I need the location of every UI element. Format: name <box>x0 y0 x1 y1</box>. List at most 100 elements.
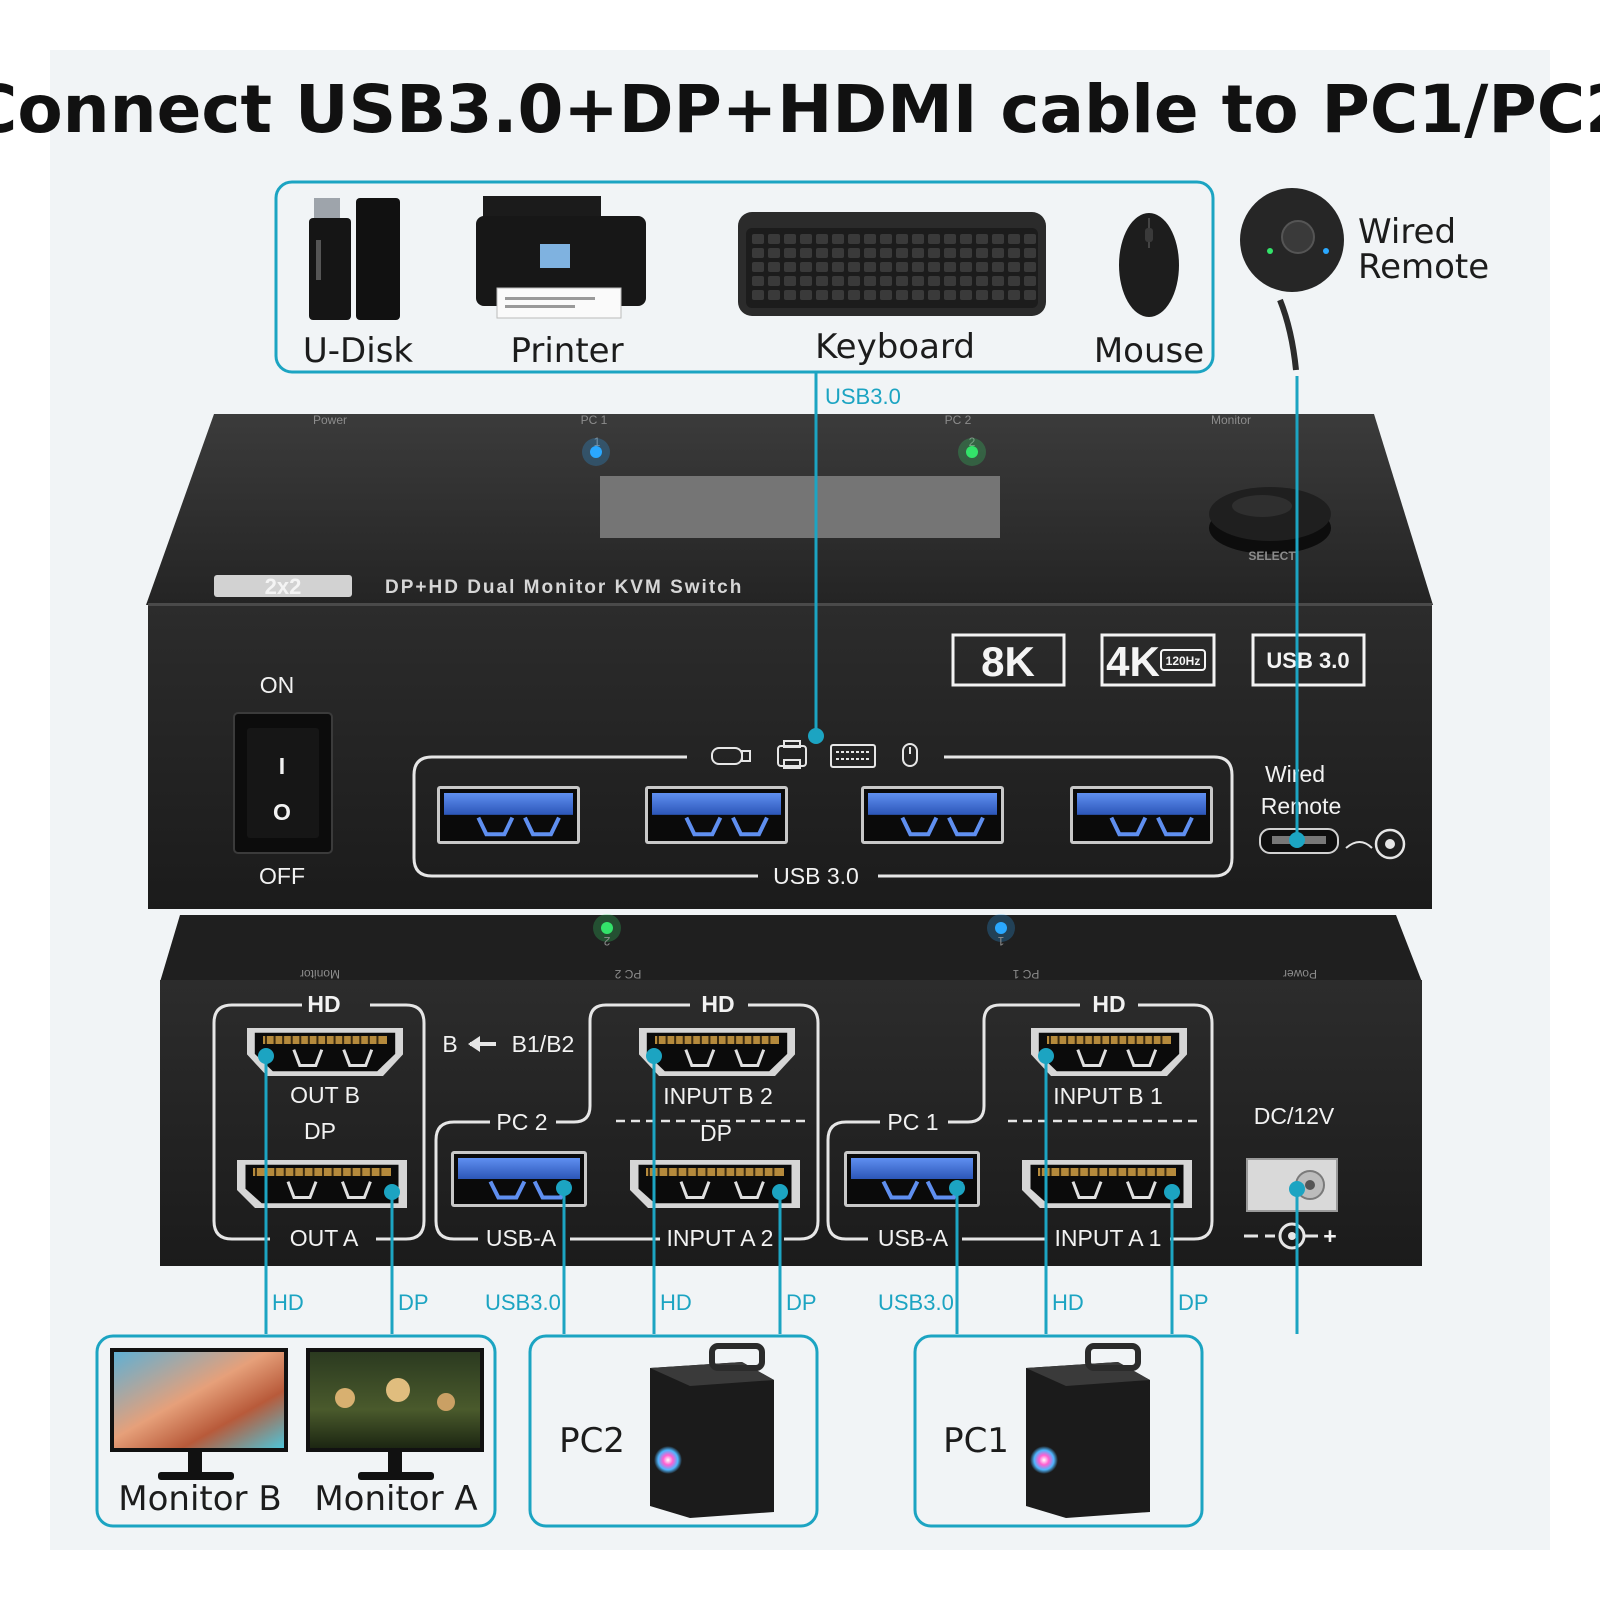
pc1-label: PC1 <box>943 1421 1009 1461</box>
hdmi-input-b2-port[interactable] <box>639 1028 795 1076</box>
usb-port-1[interactable] <box>437 786 580 844</box>
cable-label-pc1-usb: USB3.0 <box>878 1290 954 1315</box>
dc-polarity-symbol <box>1244 1222 1318 1250</box>
pc1-group-frame-right <box>1138 1003 1214 1241</box>
dc-polarity-plus: + <box>1323 1223 1336 1249</box>
remote-port-symbol <box>1374 828 1406 860</box>
top-label-pc1: PC 1 <box>581 413 608 427</box>
cable-label-usb-top: USB3.0 <box>825 384 901 409</box>
pc2-box <box>528 1334 819 1528</box>
b-selector-b-label: B <box>442 1031 457 1057</box>
dp-input-a2-port[interactable] <box>630 1160 800 1208</box>
badge-refresh: 120Hz <box>1166 654 1201 668</box>
badge-4k-frame <box>1100 633 1216 687</box>
pc1-led-glow <box>582 438 610 466</box>
dp-out-a-port[interactable] <box>237 1160 407 1208</box>
out-b-port-label: OUT B <box>290 1082 360 1108</box>
usb-port-3[interactable] <box>861 786 1004 844</box>
usb-port-4[interactable] <box>1070 786 1213 844</box>
pc2-led <box>966 446 978 458</box>
pc2-usb-a-port[interactable] <box>451 1151 587 1207</box>
remote-port-label-line2: Remote <box>1261 793 1342 819</box>
pc1-group-frame-top <box>948 1003 1080 1124</box>
pc2-group-frame-right <box>748 1003 820 1241</box>
cable-label-pc2-usb: USB3.0 <box>485 1290 561 1315</box>
remote-port-label-line1: Wired <box>1265 761 1325 787</box>
pc1-input-b1-label: INPUT B 1 <box>1053 1083 1163 1109</box>
switch-o: O <box>273 799 291 825</box>
wired-remote-icon <box>1240 188 1344 371</box>
cable-label-pc2-dp: DP <box>786 1290 817 1315</box>
select-label: SELECT <box>1248 549 1296 563</box>
connection-lines <box>264 372 1299 1334</box>
pc2-hd-label: HD <box>701 991 734 1017</box>
out-group-frame-left <box>212 1003 302 1241</box>
monitor-b-icon <box>110 1348 288 1480</box>
badge-4k: 4K <box>1106 638 1160 685</box>
usb-group-label: USB 3.0 <box>773 863 859 889</box>
pc1-led <box>590 446 602 458</box>
hdmi-input-b1-port[interactable] <box>1031 1028 1187 1076</box>
dp-input-a1-port[interactable] <box>1022 1160 1192 1208</box>
top-label-power: Power <box>313 413 347 427</box>
hdmi-out-b-port[interactable] <box>247 1028 403 1076</box>
usb-port-2[interactable] <box>645 786 788 844</box>
monitor-a-label: Monitor A <box>314 1479 477 1519</box>
badge-usb-frame <box>1251 633 1366 687</box>
peripheral-label-keyboard: Keyboard <box>815 327 975 367</box>
pc1-box <box>913 1334 1204 1528</box>
pc2-usb-a-label: USB-A <box>486 1225 557 1251</box>
badge-8k-frame <box>951 633 1066 687</box>
out-group-frame-right <box>370 1003 426 1241</box>
remote-cable-glyph <box>1345 841 1373 849</box>
model-name: DP+HD Dual Monitor KVM Switch <box>385 577 743 598</box>
pc1-tower-icon <box>1026 1343 1150 1518</box>
keyboard-icon <box>738 212 1046 316</box>
pc2-input-b2-label: INPUT B 2 <box>663 1083 773 1109</box>
remote-port-symbol-dot <box>1385 839 1395 849</box>
b-selector-arrow-head <box>468 1036 480 1052</box>
select-knob[interactable] <box>1209 487 1331 554</box>
lower-top-label-monitor: Monitor <box>300 967 340 981</box>
model-badge-bg <box>214 575 352 597</box>
monitors-box <box>95 1334 497 1528</box>
out-hd-label: HD <box>307 991 340 1017</box>
cable-label-pc2-hd: HD <box>660 1290 692 1315</box>
monitor-b-label: Monitor B <box>118 1479 281 1519</box>
lower-top-label-pc1-num: 1 <box>997 934 1004 948</box>
pc1-usb-a-label: USB-A <box>878 1225 949 1251</box>
lower-top-label-pc2-num: 2 <box>603 934 610 948</box>
dc-power-jack[interactable] <box>1246 1158 1338 1212</box>
page-title: Connect USB3.0+DP+HDMI cable to PC1/PC2 <box>0 71 1600 148</box>
lower-top-label-pc1: PC 1 <box>1012 967 1039 981</box>
switch-off-label: OFF <box>259 863 305 889</box>
connection-dots <box>258 728 1305 1200</box>
mouse-icon <box>1119 213 1179 317</box>
pc2-dp-label: DP <box>700 1120 732 1146</box>
mini-printer-icon <box>777 740 807 769</box>
badge-usb: USB 3.0 <box>1266 648 1349 673</box>
cable-label-pc1-dp: DP <box>1178 1290 1209 1315</box>
redacted-area <box>600 476 1000 538</box>
model-badge: 2x2 <box>265 574 302 599</box>
mini-usb-disk-icon <box>711 747 751 765</box>
switch-i: I <box>279 753 285 779</box>
pc2-input-a2-label: INPUT A 2 <box>667 1225 774 1251</box>
peripherals-box <box>274 180 1215 374</box>
wired-remote-label-line1: Wired <box>1358 212 1456 252</box>
mini-keyboard-icon <box>830 744 876 768</box>
pc1-hd-label: HD <box>1092 991 1125 1017</box>
b-selector-b12-label: B1/B2 <box>512 1031 575 1057</box>
pc1-usb-a-port[interactable] <box>844 1151 980 1207</box>
lower-pc1-led <box>995 922 1007 934</box>
mini-mouse-icon <box>902 743 918 767</box>
lower-pc2-led <box>601 922 613 934</box>
pc2-group-frame-left <box>434 1120 490 1241</box>
top-label-monitor: Monitor <box>1211 413 1251 427</box>
power-rocker-switch[interactable] <box>233 712 333 854</box>
lower-top-label-power: Power <box>1283 967 1317 981</box>
cable-label-monitor-dp: DP <box>398 1290 429 1315</box>
out-a-port-label: OUT A <box>290 1225 359 1251</box>
pc2-name-label: PC 2 <box>496 1109 547 1135</box>
badge-refresh-frame <box>1160 649 1206 671</box>
